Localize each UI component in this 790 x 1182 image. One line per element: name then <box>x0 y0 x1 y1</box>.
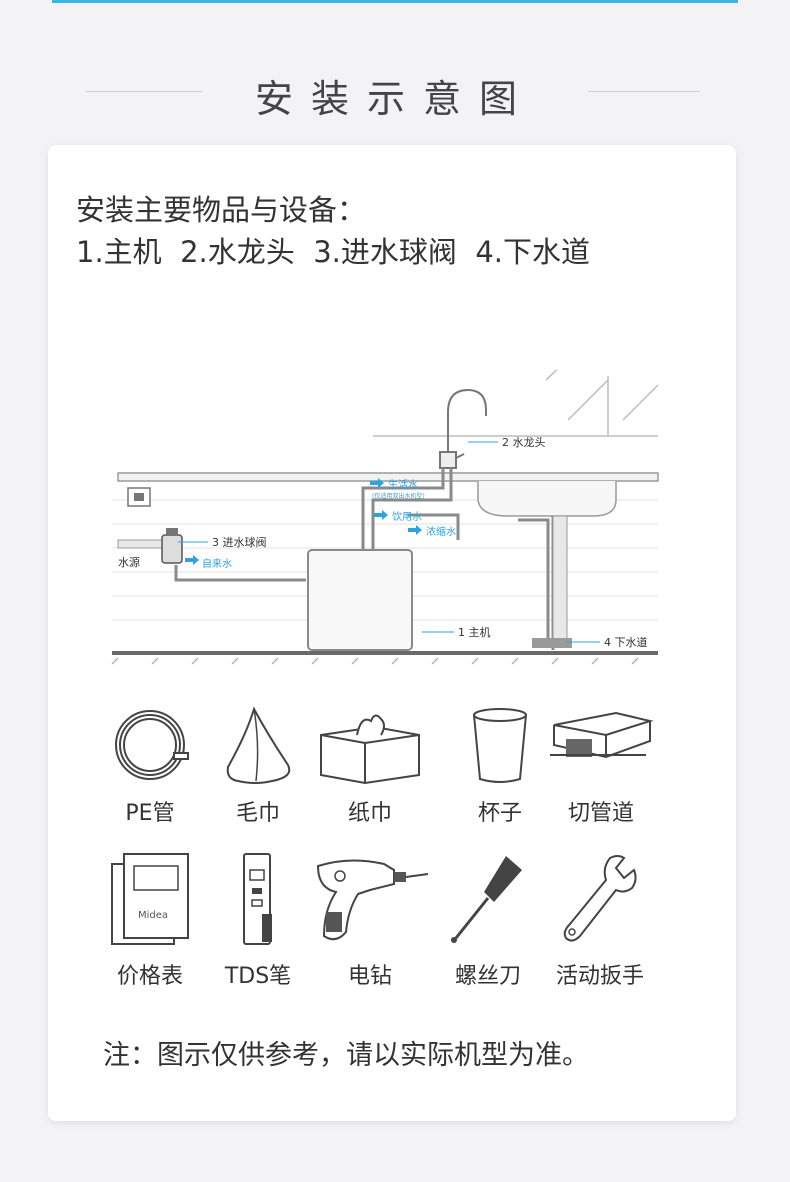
drain-label: 4 下水道 <box>604 635 648 649</box>
tool-label: 活动扳手 <box>555 964 644 989</box>
concentrate-water-label: 浓缩水 <box>426 525 456 538</box>
tool-item: 杯子 <box>440 705 560 827</box>
tool-item: Midea 价格表 <box>90 850 210 990</box>
living-water-label: 生活水 <box>388 478 418 491</box>
tool-item: 活动扳手 <box>540 850 660 990</box>
host-unit-icon <box>307 549 413 651</box>
tool-item: 电钻 <box>310 850 430 990</box>
valve-label: 3 进水球阀 <box>212 535 267 549</box>
tool-label: 杯子 <box>477 801 522 826</box>
section-heading: 安装示意图 <box>0 64 790 121</box>
page-title: 安装示意图 <box>254 77 535 121</box>
heading-divider-right <box>588 91 700 92</box>
tool-label: 切管道 <box>567 801 634 826</box>
faucet-icon <box>439 388 487 469</box>
intro-line-2: 1.主机 2.水龙头 3.进水球阀 4.下水道 <box>76 235 590 269</box>
living-water-note: (仅适用双出水机型) <box>372 492 425 500</box>
intro-line-1: 安装主要物品与设备： <box>76 193 367 227</box>
pe-tube-icon <box>115 710 189 780</box>
brand-mark: Midea <box>138 910 168 921</box>
tool-label: 螺丝刀 <box>454 964 521 989</box>
host-label: 1 主机 <box>458 625 491 639</box>
price-list-icon: Midea <box>111 853 189 945</box>
pipe-cutter-icon <box>550 711 654 759</box>
installation-diagram: 2 水龙头 3 进水球阀 水源 自来水 生活水 (仅适用双出水机型) 饮用水 浓… <box>111 370 659 665</box>
tap-water-label: 自来水 <box>202 557 232 570</box>
tool-label: 电钻 <box>347 964 392 989</box>
content-card: 安装主要物品与设备： 1.主机 2.水龙头 3.进水球阀 4.下水道 <box>48 145 736 1121</box>
tool-item: 螺丝刀 <box>428 850 548 990</box>
tool-item: 毛巾 <box>198 705 318 827</box>
top-accent-bar <box>52 0 738 3</box>
tool-label: 纸巾 <box>347 801 392 826</box>
tool-item: PE管 <box>90 705 210 827</box>
tool-item: 切管道 <box>541 705 661 827</box>
tool-item: TDS笔 <box>198 850 318 990</box>
screwdriver-icon <box>451 856 522 943</box>
intro-text: 安装主要物品与设备： 1.主机 2.水龙头 3.进水球阀 4.下水道 <box>76 189 590 273</box>
tool-label: 毛巾 <box>235 801 280 826</box>
towel-icon <box>226 706 291 784</box>
tds-pen-icon <box>243 853 272 945</box>
faucet-label: 2 水龙头 <box>502 436 546 449</box>
drinking-water-label: 饮用水 <box>392 510 422 523</box>
tool-label: TDS笔 <box>224 964 292 989</box>
water-source-label: 水源 <box>118 555 140 569</box>
electric-drill-icon <box>316 859 429 941</box>
cup-icon <box>473 708 527 783</box>
heading-divider-left <box>86 91 202 92</box>
tool-label: 价格表 <box>116 964 183 989</box>
ball-valve-icon <box>161 528 183 564</box>
tool-item: 纸巾 <box>310 705 430 827</box>
tool-label: PE管 <box>125 801 175 826</box>
wrench-icon <box>563 855 637 942</box>
disclaimer-note: 注：图示仅供参考，请以实际机型为准。 <box>103 1040 589 1071</box>
tissue-box-icon <box>320 714 420 785</box>
